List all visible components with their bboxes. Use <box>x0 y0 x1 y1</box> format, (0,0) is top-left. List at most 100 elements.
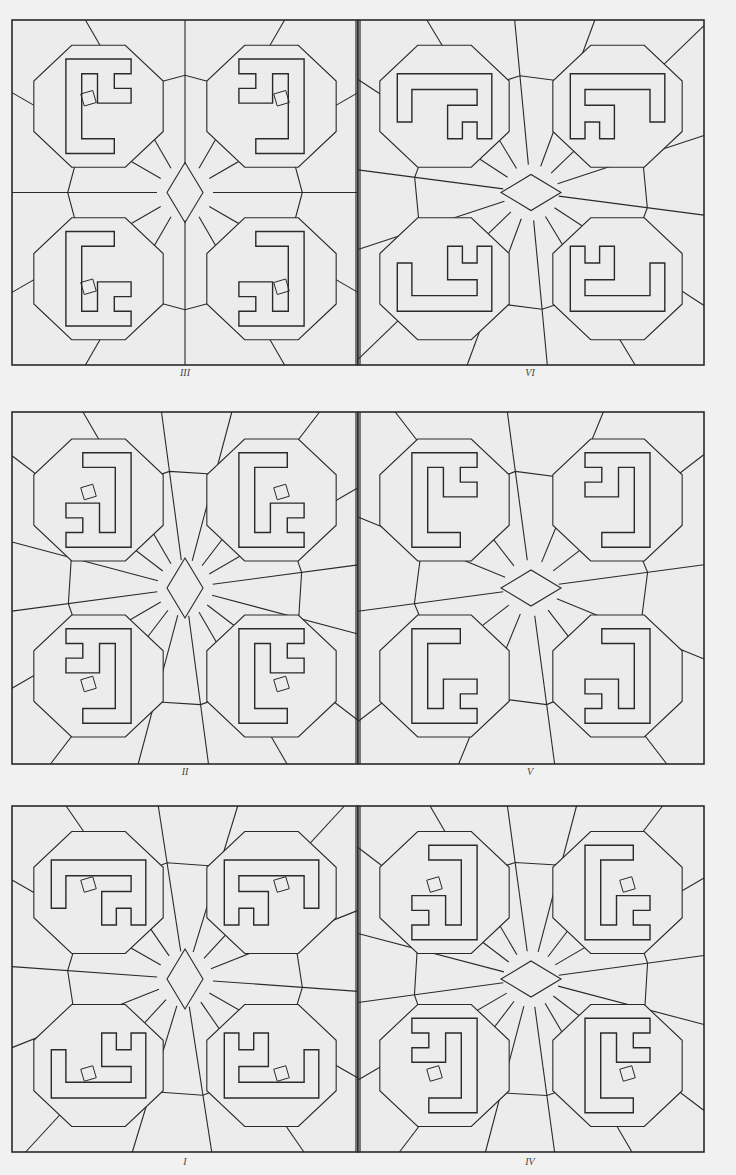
motif-frame <box>207 1005 336 1127</box>
small-star <box>274 90 290 106</box>
key-motif <box>51 860 146 925</box>
pattern-line <box>535 1007 555 1152</box>
key-motif <box>570 246 665 311</box>
pattern-line <box>559 955 704 975</box>
key-motif <box>239 232 304 327</box>
pattern-line <box>551 26 704 174</box>
pattern-line <box>515 20 529 165</box>
motif-frame <box>553 439 682 561</box>
pattern-line <box>189 616 209 764</box>
panel-frame <box>358 412 704 764</box>
pattern-line <box>507 412 527 560</box>
motif-frame <box>34 218 163 340</box>
panel-numeral: III <box>180 367 190 379</box>
pattern-panel <box>358 20 704 365</box>
small-star <box>81 279 97 295</box>
key-motif <box>66 59 131 154</box>
divider-line <box>355 412 356 764</box>
panel-numeral: VI <box>525 367 534 379</box>
pattern-line <box>26 1000 166 1152</box>
key-motif <box>239 629 304 724</box>
center-diamond <box>501 570 561 606</box>
small-star <box>427 877 443 893</box>
pattern-line <box>213 981 358 991</box>
pattern-line <box>358 592 503 612</box>
key-motif <box>239 59 304 154</box>
key-motif <box>585 629 650 724</box>
motif-frame <box>380 832 509 954</box>
key-motif <box>570 74 665 139</box>
pattern-line <box>213 565 358 584</box>
line-network <box>12 412 358 764</box>
key-motif <box>66 629 131 724</box>
small-star <box>274 279 290 295</box>
key-motif <box>585 1018 650 1113</box>
small-star <box>81 484 97 500</box>
pattern-line <box>535 616 555 764</box>
pattern-line <box>559 196 704 215</box>
small-star <box>274 676 290 692</box>
small-star <box>620 877 636 893</box>
pattern-panel <box>12 412 358 764</box>
small-star <box>81 676 97 692</box>
motif-frame <box>207 45 336 167</box>
pattern-line <box>213 192 358 193</box>
motif-frame <box>207 218 336 340</box>
divider-line <box>359 806 360 1152</box>
pattern-line <box>507 806 527 951</box>
panel-numeral: I <box>183 1156 186 1168</box>
motif-frame <box>380 439 509 561</box>
pattern-line <box>12 192 157 193</box>
motif-frame <box>380 1005 509 1127</box>
motif-frame <box>380 218 509 340</box>
pattern-line <box>184 20 185 165</box>
key-motif <box>412 453 477 548</box>
pattern-line <box>358 212 511 360</box>
small-star <box>274 484 290 500</box>
line-network <box>12 20 358 365</box>
pattern-line <box>559 565 704 585</box>
key-motif <box>412 629 477 724</box>
panel-numeral: IV <box>525 1156 534 1168</box>
motif-frame <box>380 615 509 737</box>
key-motif <box>585 453 650 548</box>
key-motif <box>397 246 492 311</box>
pattern-line <box>358 170 503 189</box>
key-motif <box>397 74 492 139</box>
key-motif <box>585 845 650 940</box>
motif-frame <box>34 615 163 737</box>
panel-frame <box>12 806 358 1152</box>
motif-frame <box>553 45 682 167</box>
panel-frame <box>12 412 358 764</box>
motif-frame <box>553 615 682 737</box>
motif-frame <box>207 439 336 561</box>
panel-numeral: V <box>527 766 533 778</box>
center-diamond <box>167 949 203 1009</box>
divider-line <box>355 806 356 1152</box>
motif-frame <box>34 832 163 954</box>
pattern-line <box>162 412 182 560</box>
motif-frame <box>34 45 163 167</box>
pattern-panel <box>12 20 358 365</box>
pattern-panel <box>358 412 704 764</box>
small-star <box>620 1066 636 1082</box>
divider-line <box>359 20 360 365</box>
divider-line <box>355 20 356 365</box>
center-diamond <box>501 961 561 997</box>
key-motif <box>224 860 318 925</box>
pattern-line <box>184 221 185 366</box>
panel-numeral: II <box>182 766 189 778</box>
pattern-panel <box>12 806 358 1152</box>
center-diamond <box>501 175 561 211</box>
panel-frame <box>358 806 704 1152</box>
line-network <box>358 412 704 764</box>
key-motif <box>66 453 131 548</box>
key-motif <box>412 845 477 940</box>
center-diamond <box>167 558 203 618</box>
divider-line <box>359 412 360 764</box>
small-star <box>427 1066 443 1082</box>
motif-frame <box>380 45 509 167</box>
small-star <box>274 877 290 893</box>
pattern-line <box>358 983 503 1003</box>
line-network <box>358 20 704 365</box>
